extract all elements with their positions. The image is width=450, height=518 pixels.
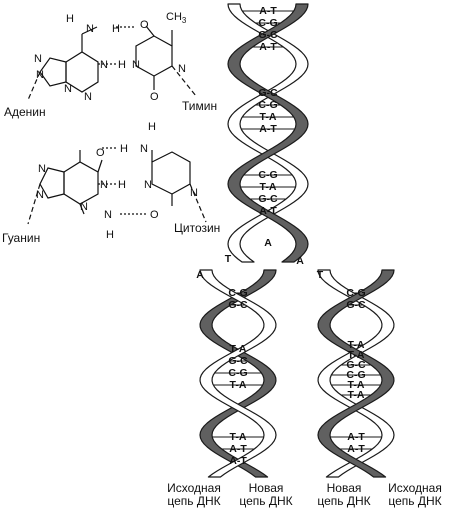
atom-n: N [86,23,94,35]
fork-base-label: T [317,269,324,281]
fork-base-label: T [225,253,232,265]
base-pair-label: T-A [348,379,365,391]
atom-o: O [150,209,159,221]
base-pair-label: T-A [230,379,247,391]
base-pair-label: T-A [348,389,365,401]
atom-n: N [178,63,186,75]
atom-n: N [190,187,198,199]
atom-n: N [84,91,92,103]
base-pair-label: A-T [259,41,277,53]
atom-n: N [64,83,72,95]
atom-h: H [118,179,126,191]
atom-h: H [112,23,120,35]
cytosine-structure [151,150,207,223]
base-pair-label: G-C [346,299,366,311]
adenine-label: Аденин [4,105,46,119]
atom-h: H [106,229,114,241]
atom-n: N [36,69,44,81]
new-strand-right [317,269,395,478]
atom-n: N [36,189,44,201]
base-pair-label: G-C [346,359,366,371]
base-pair-label: A-T [259,205,277,217]
guanine-label: Гуанин [2,231,41,245]
thymine-structure [116,25,197,97]
original-strand-label-right: Исходная цепь ДНК [382,482,448,508]
atom-n: N [100,179,108,191]
dna-strands [199,3,395,478]
base-pair-label: C-G [228,287,247,299]
atom-n: N [34,53,42,65]
base-pair-label: A-T [259,5,277,17]
base-pair-structures: H N H O CH3 N N H N N N N N O H O H N N … [27,11,207,241]
atom-o: O [96,147,105,159]
base-pair-label: A-T [347,431,365,443]
base-pair-label: C-G [258,169,277,181]
atom-h: H [118,59,126,71]
atom-h: H [148,121,156,133]
base-pair-label: T-A [260,181,277,193]
atom-n: N [100,59,108,71]
base-pair-label: T-A [230,431,247,443]
base-pair-label: C-G [258,99,277,111]
atom-n: N [144,179,152,191]
base-pair-label: C-G [228,367,247,379]
label-line: Новая [326,481,362,495]
new-strand-label-right: Новая цепь ДНК [312,482,376,508]
base-pair-labels: A-TC-GG-CA-TG-CC-GT-AA-TC-GT-AG-CA-TATAA… [196,5,366,467]
base-pair-label: G-C [258,87,278,99]
atom-n: N [80,201,88,213]
base-pair-label: C-G [346,287,365,299]
new-strand-label-left: Новая цепь ДНК [234,482,298,508]
fork-base-label: A [196,269,204,281]
base-pair-label: A-T [259,123,277,135]
adenine-structure [27,26,118,101]
base-pair-label: G-C [258,29,278,41]
base-pair-label: G-C [258,193,278,205]
label-line: цепь ДНК [388,494,442,508]
base-pair-label: A-T [229,443,247,455]
atom-n: N [132,59,140,71]
base-pair-label: A-T [229,455,247,467]
base-pair-label: G-C [228,299,248,311]
base-pair-label: T-A [260,111,277,123]
atom-n: N [38,163,46,175]
original-strand-right [317,269,395,478]
replication-helix: A-TC-GG-CA-TG-CC-GT-AA-TC-GT-AG-CA-TATAA… [196,3,395,478]
new-strand-left [199,269,277,478]
label-line: цепь ДНК [239,494,293,508]
base-pair-label: T-A [348,349,365,361]
cytosine-label: Цитозин [174,221,221,235]
original-strand-label-left: Исходная цепь ДНК [160,482,228,508]
label-line: цепь ДНК [167,494,221,508]
thymine-label: Тимин [182,99,218,113]
atom-n: N [140,143,148,155]
atom-h: H [66,13,74,25]
atom-ch3: CH3 [166,11,187,25]
base-pair-label: A-T [347,443,365,455]
label-line: Исходная [388,481,442,495]
guanine-structure [27,147,146,225]
original-strand-top-b [227,3,309,263]
base-pair-label: T-A [348,339,365,351]
base-pair-label: C-G [346,369,365,381]
fork-base-label: A [296,255,304,267]
atom-h: H [120,143,128,155]
base-pair-label: T-A [230,343,247,355]
label-line: цепь ДНК [317,494,371,508]
base-pair-label: G-C [228,355,248,367]
atom-n: N [104,209,112,221]
original-strand-left [199,269,277,478]
base-pair-label: C-G [258,17,277,29]
atom-o: O [150,91,159,103]
label-line: Исходная [167,481,221,495]
atom-o: O [140,19,149,31]
label-line: Новая [248,481,284,495]
fork-base-label: A [264,237,272,249]
